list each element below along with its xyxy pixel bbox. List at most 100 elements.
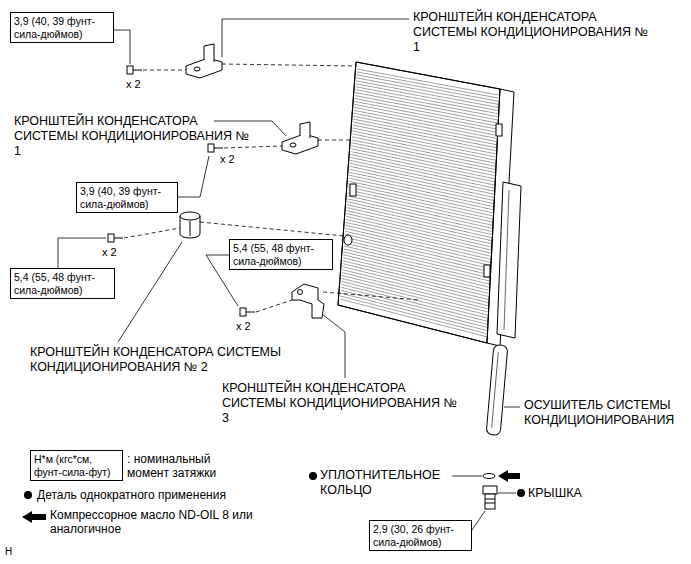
- condenser-core: [338, 62, 500, 343]
- fin-line: [352, 137, 496, 167]
- part-name: ОСУШИТЕЛЬ СИСТЕМЫ КОНДИЦИОНИРОВАНИЯ: [524, 398, 684, 428]
- fin-line: [347, 211, 492, 244]
- bracket-plate: [186, 58, 222, 78]
- fin-line: [347, 205, 492, 238]
- fin-line: [341, 293, 488, 331]
- quantity: x 2: [102, 246, 128, 259]
- one-time-part-dot: [517, 489, 525, 497]
- bolt: [208, 144, 223, 152]
- fin-line: [352, 134, 496, 164]
- fin-line: [350, 163, 494, 194]
- bracket-slot: [190, 221, 191, 236]
- label-holder: x 2: [102, 246, 128, 259]
- torque-spec-box: 5,4 (55, 48 фунт- сила-дюймов): [229, 239, 333, 270]
- torque-value: 5,4 (55, 48 фунт- сила-дюймов): [233, 242, 329, 267]
- bracket-hole: [290, 143, 296, 147]
- fin-line: [349, 175, 493, 207]
- fin-line: [349, 172, 493, 203]
- condenser-fins: [340, 69, 499, 337]
- fin-line: [355, 99, 498, 127]
- bracket-plate: [282, 134, 318, 154]
- fin-line: [350, 157, 494, 188]
- part-name: КРЫШКА: [528, 486, 608, 501]
- fin-line: [353, 125, 496, 154]
- fin-line: [340, 299, 487, 337]
- fin-line: [341, 290, 488, 327]
- fin-line: [353, 116, 496, 145]
- bracket-mount-edge: [180, 216, 200, 220]
- label-holder: ОСУШИТЕЛЬ СИСТЕМЫ КОНДИЦИОНИРОВАНИЯ: [524, 398, 684, 428]
- receiver-body: [497, 182, 521, 338]
- oil-arrow: [498, 470, 520, 482]
- condenser-clip: [484, 265, 490, 277]
- fin-line: [352, 131, 495, 160]
- quantity: x 2: [236, 320, 262, 333]
- bracket-hole: [194, 67, 200, 71]
- dryer-line: [492, 352, 499, 428]
- fin-line: [347, 208, 492, 241]
- cap-body: [485, 494, 495, 509]
- part-name: КРОНШТЕЙН КОНДЕНСАТОРА СИСТЕМЫ КОНДИЦИОН…: [30, 345, 330, 375]
- label-holder: КРОНШТЕЙН КОНДЕНСАТОРА СИСТЕМЫ КОНДИЦИОН…: [30, 345, 330, 375]
- label-holder: КРОНШТЕЙН КОНДЕНСАТОРА СИСТЕМЫ КОНДИЦИОН…: [413, 10, 648, 55]
- bolt: [240, 308, 255, 316]
- fin-line: [342, 275, 489, 312]
- fin-line: [349, 178, 493, 210]
- part-name: КРОНШТЕЙН КОНДЕНСАТОРА СИСТЕМЫ КОНДИЦИОН…: [14, 114, 249, 159]
- torque-spec-box: 3,9 (40, 39 фунт- сила-дюймов): [10, 12, 114, 43]
- fin-line: [341, 287, 488, 324]
- receiver-line: [504, 190, 509, 330]
- label-holder: КРОНШТЕЙН КОНДЕНСАТОРА СИСТЕМЫ КОНДИЦИОН…: [222, 381, 457, 426]
- part-name: УПЛОТНИТЕЛЬНОЕ КОЛЬЦО: [320, 468, 448, 498]
- part-name: КРОНШТЕЙН КОНДЕНСАТОРА СИСТЕМЫ КОНДИЦИОН…: [413, 10, 648, 55]
- label-holder: КРЫШКА: [528, 486, 608, 501]
- fin-line: [353, 128, 496, 157]
- legend-entry: Деталь однократного применения: [37, 488, 277, 502]
- dryer-tube: [486, 345, 508, 436]
- condenser-clip: [350, 184, 356, 196]
- label-holder: x 2: [126, 78, 152, 91]
- fin-line: [350, 169, 494, 200]
- fin-line: [348, 196, 493, 229]
- fin-line: [347, 199, 492, 232]
- fin-line: [355, 96, 498, 124]
- legend-text: Деталь однократного применения: [37, 488, 277, 502]
- fin-line: [354, 110, 497, 138]
- leader-lines: [58, 19, 520, 530]
- fin-line: [346, 216, 491, 250]
- figure-code: H: [5, 546, 25, 558]
- label-holder: x 2: [236, 320, 262, 333]
- fin-line: [341, 284, 488, 321]
- fin-line: [350, 166, 494, 197]
- o-ring: [483, 474, 495, 479]
- fin-line: [355, 90, 498, 117]
- part-name: КРОНШТЕЙН КОНДЕНСАТОРА СИСТЕМЫ КОНДИЦИОН…: [222, 381, 457, 426]
- fin-line: [342, 270, 488, 306]
- label-holder: x 2: [220, 153, 246, 166]
- fin-line: [343, 264, 489, 300]
- cap-thread: [485, 503, 495, 504]
- fin-line: [354, 113, 497, 141]
- fin-line: [353, 122, 496, 151]
- legend-dot: [24, 491, 32, 499]
- one-time-part-dot: [309, 472, 317, 480]
- bracket-mount: [180, 212, 200, 238]
- torque-value: 5,4 (55, 48 фунт- сила-дюймов): [14, 271, 111, 296]
- cap-thread: [485, 499, 495, 500]
- torque-spec-box: 3,9 (40, 39 фунт- сила-дюймов): [76, 182, 178, 213]
- bolt: [127, 66, 142, 74]
- torque-value: 2,9 (30, 26 фунт- сила-дюймов): [373, 523, 468, 548]
- legend-text: : номинальный момент затяжки: [127, 452, 239, 481]
- fin-line: [342, 278, 489, 315]
- condenser-frame: [338, 62, 500, 343]
- fin-line: [340, 296, 487, 334]
- condenser-pin: [344, 235, 352, 245]
- fin-line: [355, 93, 498, 120]
- torque-spec-box: Н*м (кгс*см, фунт-сила-фут): [30, 450, 123, 481]
- fin-line: [348, 193, 493, 226]
- fin-line: [348, 187, 493, 219]
- torque-value: Н*м (кгс*см, фунт-сила-фут): [34, 453, 119, 478]
- fin-line: [353, 119, 496, 148]
- fin-line: [354, 101, 497, 129]
